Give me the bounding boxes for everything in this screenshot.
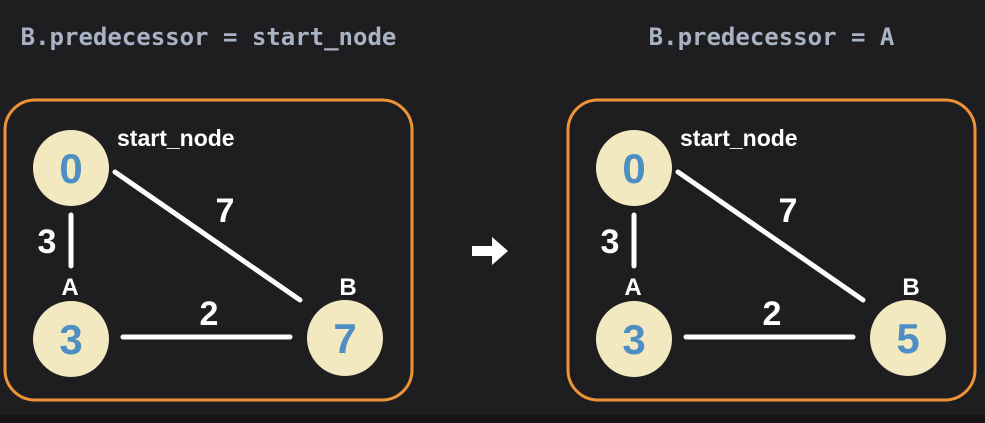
node-start-label: start_node xyxy=(680,125,798,151)
node-start-value: 0 xyxy=(622,145,645,192)
node-a xyxy=(596,301,672,377)
edge-start-a-weight: 3 xyxy=(38,223,57,261)
graph-frame xyxy=(566,98,977,402)
right-arrow-glyph xyxy=(472,237,508,265)
node-b xyxy=(870,300,946,376)
node-a-value: 3 xyxy=(59,316,82,363)
node-a-label: A xyxy=(61,274,78,301)
edge-start-b-weight: 7 xyxy=(779,192,798,230)
edge-start-a-weight: 3 xyxy=(601,223,620,261)
edge-start-to-b xyxy=(675,169,866,303)
left-state-caption: B.predecessor = start_node xyxy=(20,23,397,51)
node-b-label: B xyxy=(339,274,356,301)
edge-a-b-weight: 2 xyxy=(763,295,782,333)
transition-right-arrow-icon xyxy=(472,237,508,265)
bottom-edge-strip xyxy=(0,415,985,423)
node-b-value: 5 xyxy=(896,315,919,362)
edge-start-to-b xyxy=(112,169,303,303)
edge-start-b-weight: 7 xyxy=(216,192,235,230)
right-state-caption: B.predecessor = A xyxy=(648,23,895,51)
left-graph-diagram: start_node 0 3 7 2 A 3 B 7 xyxy=(3,98,414,402)
node-a-label: A xyxy=(624,274,641,301)
right-graph-diagram: start_node 0 3 7 2 A 3 B 5 xyxy=(566,98,977,402)
node-start-value: 0 xyxy=(59,145,82,192)
node-start xyxy=(596,130,672,206)
node-b-label: B xyxy=(902,274,919,301)
graph-frame xyxy=(3,98,414,402)
node-start-label: start_node xyxy=(117,125,235,151)
node-start xyxy=(33,130,109,206)
node-a-value: 3 xyxy=(622,316,645,363)
node-b xyxy=(307,300,383,376)
node-a xyxy=(33,301,109,377)
node-b-value: 7 xyxy=(333,315,356,362)
edge-a-b-weight: 2 xyxy=(200,295,219,333)
